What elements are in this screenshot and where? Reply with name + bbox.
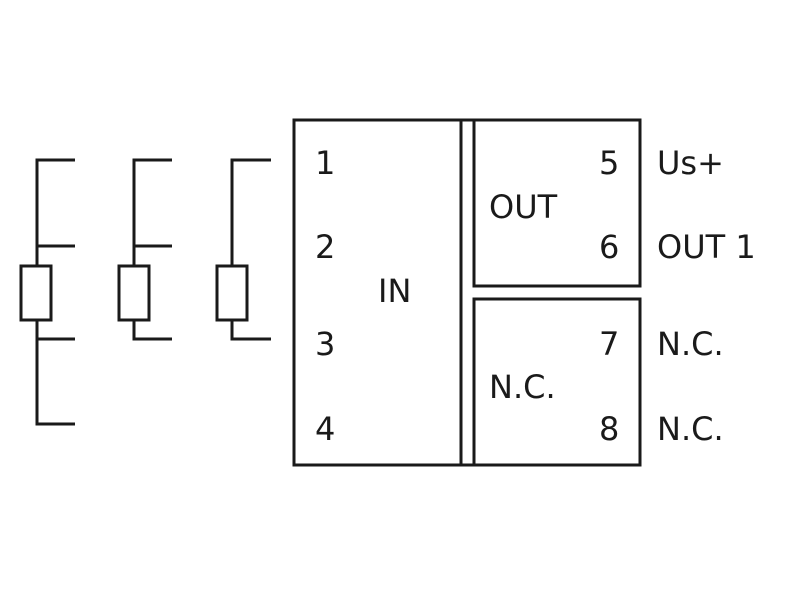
wire-4wire-bottom <box>35 320 75 426</box>
module-block <box>292 118 642 467</box>
wire-3wire-bottom <box>132 320 172 341</box>
terminal-2: 2 <box>315 228 335 266</box>
terminal-1: 1 <box>315 144 335 182</box>
terminal-4: 4 <box>315 410 335 448</box>
signal-nc-8: N.C. <box>657 410 724 448</box>
wire-2wire-top <box>230 158 271 266</box>
wire-3wire-top <box>132 158 172 266</box>
signal-out-1: OUT 1 <box>657 228 756 266</box>
input-section-label: IN <box>378 272 411 310</box>
terminal-8: 8 <box>599 410 619 448</box>
resistor-icon <box>19 264 53 322</box>
section-separator <box>461 118 640 467</box>
resistor-icon <box>117 264 151 322</box>
signal-nc-7: N.C. <box>657 325 724 363</box>
terminal-6: 6 <box>599 228 619 266</box>
sensor-connection-4-wire <box>19 158 75 426</box>
terminal-3: 3 <box>315 325 335 363</box>
sensor-connection-3-wire <box>117 158 172 341</box>
nc-section-label: N.C. <box>489 368 556 406</box>
resistor-icon <box>215 264 249 322</box>
sensor-connection-2-wire <box>215 158 271 341</box>
wire-2wire-bottom <box>230 320 271 341</box>
terminal-7: 7 <box>599 325 619 363</box>
signal-us-plus: Us+ <box>657 144 724 182</box>
output-section-label: OUT <box>489 188 558 226</box>
input-section-box <box>292 118 463 467</box>
terminal-5: 5 <box>599 144 619 182</box>
wire-4wire-top <box>35 158 75 266</box>
